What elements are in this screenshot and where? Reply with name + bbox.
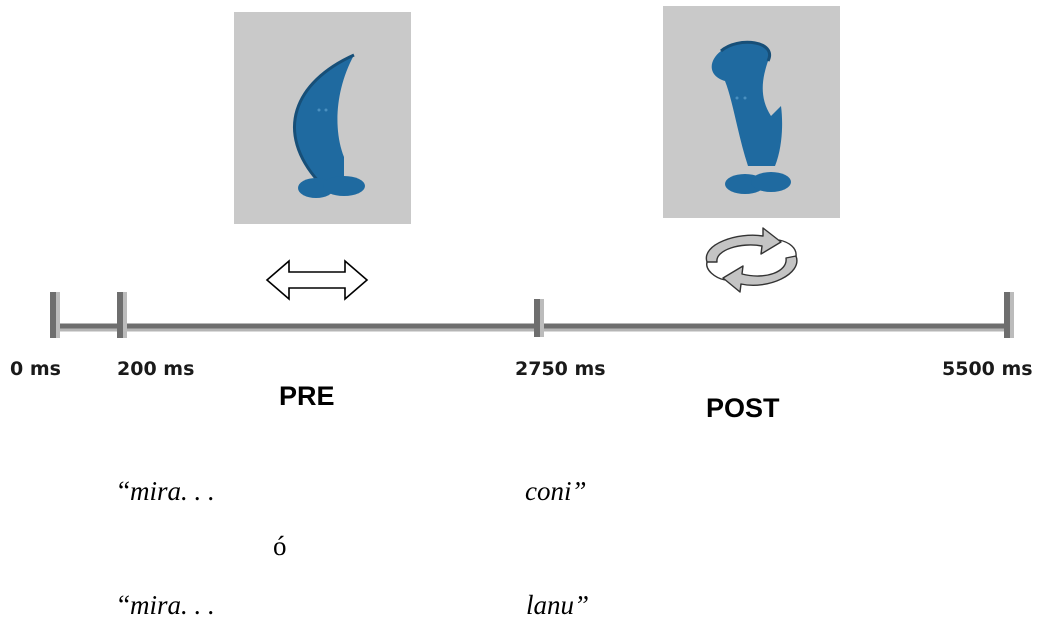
tick-label-200ms: 200 ms bbox=[117, 358, 195, 380]
tick-mark bbox=[123, 292, 127, 338]
double-headed-arrow-icon bbox=[265, 259, 369, 301]
sentence-2-start-text: mira. . . bbox=[129, 590, 215, 620]
sentence-1-start: “mira. . . bbox=[118, 476, 215, 507]
post-stimulus-panel bbox=[663, 6, 840, 218]
tick-mark bbox=[50, 292, 56, 338]
crescent-creature-figure bbox=[293, 53, 365, 198]
sentence-1-start-text: mira. . . bbox=[129, 476, 215, 506]
sentence-2-start: “mira. . . bbox=[118, 590, 215, 621]
bent-creature-figure bbox=[711, 40, 791, 194]
tick-label-0ms: 0 ms bbox=[10, 358, 61, 380]
tick-mark bbox=[56, 292, 60, 338]
tick-mark bbox=[1010, 292, 1014, 338]
pre-stimulus-panel bbox=[234, 12, 411, 224]
tick-mark bbox=[540, 299, 544, 337]
timeline bbox=[50, 292, 1014, 338]
post-label: POST bbox=[706, 393, 780, 423]
pre-label: PRE bbox=[279, 381, 335, 411]
tick-mark bbox=[1004, 292, 1010, 338]
tick-label-2750ms: 2750 ms bbox=[515, 358, 606, 380]
open-quote: “ bbox=[118, 590, 130, 620]
tick-mark bbox=[534, 299, 540, 337]
tick-mark bbox=[117, 292, 123, 338]
open-quote: “ bbox=[118, 476, 130, 506]
sentence-1-end-text: coni” bbox=[525, 476, 587, 506]
or-word: ó bbox=[273, 531, 287, 561]
sentence-2-end-text: lanu” bbox=[526, 590, 590, 620]
sentence-1-end: coni” bbox=[525, 476, 587, 507]
sentence-2-end: lanu” bbox=[526, 590, 589, 621]
rotation-arrows-icon bbox=[705, 227, 798, 293]
tick-label-5500ms: 5500 ms bbox=[942, 358, 1033, 380]
